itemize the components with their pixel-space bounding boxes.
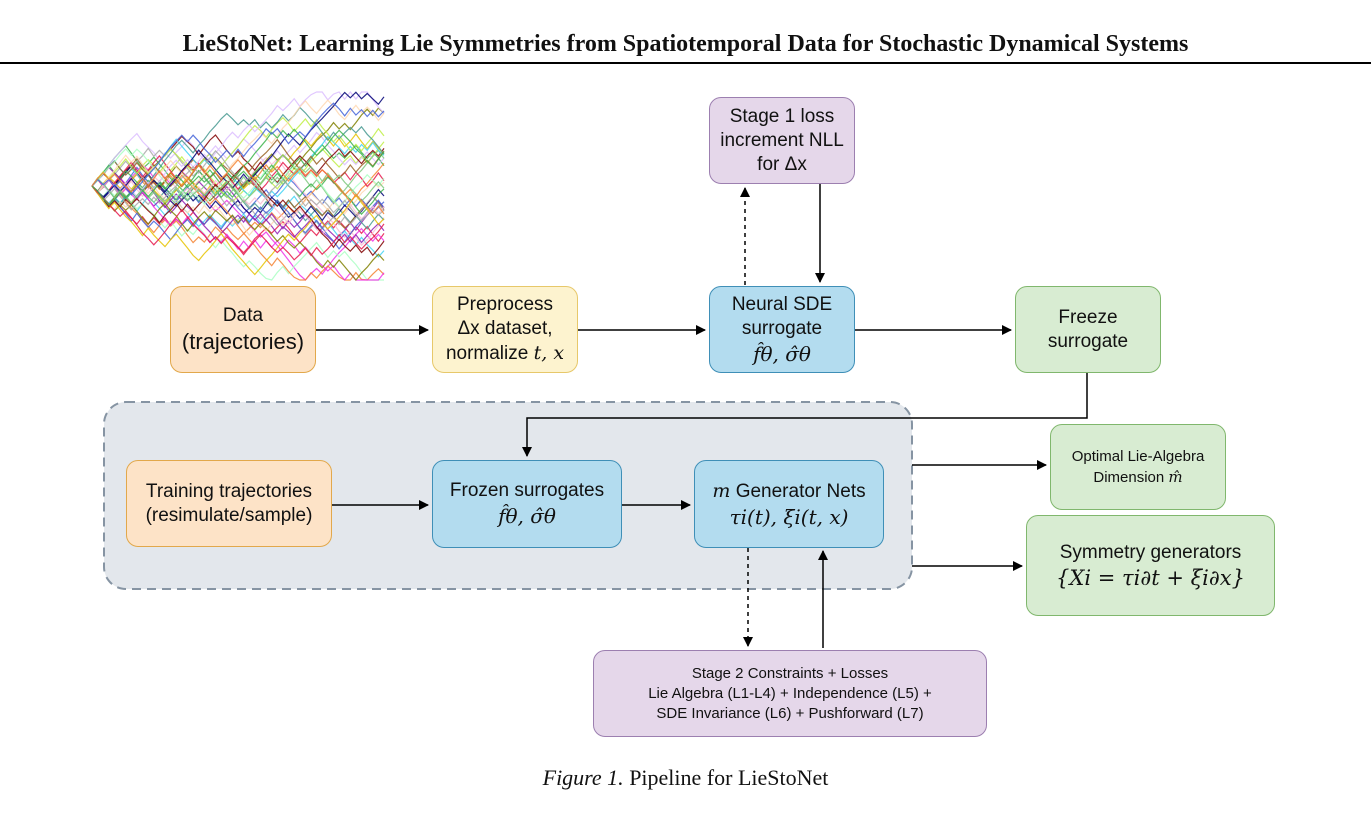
trajectory-path bbox=[91, 185, 384, 281]
preprocess-line3-text: normalize bbox=[445, 343, 534, 364]
trajectory-path bbox=[91, 135, 385, 200]
trajectory-path bbox=[91, 147, 385, 236]
trajectory-path bbox=[91, 178, 385, 281]
training-trajectories-node: Training trajectories (resimulate/sample… bbox=[126, 460, 332, 547]
stage1-line3: for Δx bbox=[757, 153, 807, 175]
preprocess-line2: Δx dataset, bbox=[457, 318, 553, 339]
optimal-line2: Dimension m̂ bbox=[1093, 467, 1182, 488]
data-node-line2: (trajectories) bbox=[181, 329, 305, 354]
stage2-line1: Stage 2 Constraints + Losses bbox=[691, 664, 889, 682]
trajectory-path bbox=[91, 165, 385, 205]
generator-line1: m Generator Nets bbox=[712, 479, 865, 504]
trajectory-path bbox=[91, 185, 385, 261]
freeze-line1: Freeze bbox=[1058, 306, 1118, 328]
preprocess-node: Preprocess Δx dataset, normalize t, x bbox=[432, 286, 578, 373]
stage2-line3: SDE Invariance (L6) + Pushforward (L7) bbox=[656, 704, 924, 722]
paper-title: LieStoNet: Learning Lie Symmetries from … bbox=[182, 31, 1189, 57]
preprocess-line3-math: t, x bbox=[533, 342, 565, 364]
trajectory-path bbox=[91, 158, 385, 215]
neural-sde-math: f̂θ, σ̂θ bbox=[753, 341, 811, 366]
freeze-node: Freeze surrogate bbox=[1015, 286, 1161, 373]
trajectory-path bbox=[91, 148, 385, 208]
freeze-line2: surrogate bbox=[1047, 330, 1129, 352]
trajectory-path bbox=[91, 149, 385, 222]
title-rule bbox=[0, 62, 1371, 64]
data-node: Data (trajectories) bbox=[170, 286, 316, 373]
stage1-loss-node: Stage 1 loss increment NLL for Δx bbox=[709, 97, 855, 184]
symmetry-line1: Symmetry generators bbox=[1059, 541, 1242, 563]
trajectory-path bbox=[91, 128, 385, 206]
neural-sde-line2: surrogate bbox=[741, 317, 823, 339]
generator-line1-math: m bbox=[712, 479, 731, 502]
optimal-line2-text: Dimension bbox=[1093, 468, 1169, 486]
symmetry-math: {Xi = τi∂t + ξi∂x} bbox=[1056, 565, 1245, 590]
trajectory-path bbox=[91, 99, 385, 194]
generator-math: τi(t), ξi(t, x) bbox=[729, 504, 849, 529]
data-node-line1: Data bbox=[222, 305, 264, 326]
preprocess-line1: Preprocess bbox=[456, 294, 554, 315]
optimal-line1: Optimal Lie-Algebra bbox=[1071, 447, 1205, 465]
optimal-line2-math: m̂ bbox=[1168, 467, 1183, 486]
training-line2: (resimulate/sample) bbox=[145, 504, 313, 526]
caption-label: Figure 1. bbox=[542, 765, 624, 790]
generator-line1-text: Generator Nets bbox=[730, 480, 866, 502]
neural-sde-node: Neural SDE surrogate f̂θ, σ̂θ bbox=[709, 286, 855, 373]
figure-caption: Figure 1. Pipeline for LieStoNet bbox=[0, 764, 1371, 792]
caption-text: Pipeline for LieStoNet bbox=[629, 765, 829, 790]
symmetry-generators-node: Symmetry generators {Xi = τi∂t + ξi∂x} bbox=[1026, 515, 1275, 616]
stage1-line2: increment NLL bbox=[720, 129, 844, 151]
arrow-freeze-to-frozen bbox=[522, 373, 1088, 457]
trajectory-path bbox=[91, 185, 385, 281]
trajectory-path bbox=[91, 102, 385, 196]
trajectory-plot bbox=[91, 91, 385, 281]
frozen-surrogates-node: Frozen surrogates f̂θ, σ̂θ bbox=[432, 460, 622, 548]
frozen-math: f̂θ, σ̂θ bbox=[498, 504, 556, 528]
trajectory-path bbox=[91, 134, 385, 187]
trajectory-path bbox=[91, 116, 385, 187]
neural-sde-line1: Neural SDE bbox=[731, 293, 833, 315]
trajectory-path bbox=[91, 185, 385, 276]
stage1-line1: Stage 1 loss bbox=[729, 105, 835, 127]
stage2-line2: Lie Algebra (L1-L4) + Independence (L5) … bbox=[648, 684, 932, 702]
training-line1: Training trajectories bbox=[145, 480, 313, 502]
trajectory-path bbox=[91, 164, 385, 257]
generator-nets-node: m Generator Nets τi(t), ξi(t, x) bbox=[694, 460, 884, 548]
stage2-constraints-node: Stage 2 Constraints + Losses Lie Algebra… bbox=[593, 650, 987, 737]
frozen-line1: Frozen surrogates bbox=[449, 480, 605, 501]
trajectory-path bbox=[91, 154, 385, 192]
preprocess-line3: normalize t, x bbox=[446, 341, 564, 366]
trajectory-path bbox=[91, 156, 385, 230]
optimal-dimension-node: Optimal Lie-Algebra Dimension m̂ bbox=[1050, 424, 1226, 510]
